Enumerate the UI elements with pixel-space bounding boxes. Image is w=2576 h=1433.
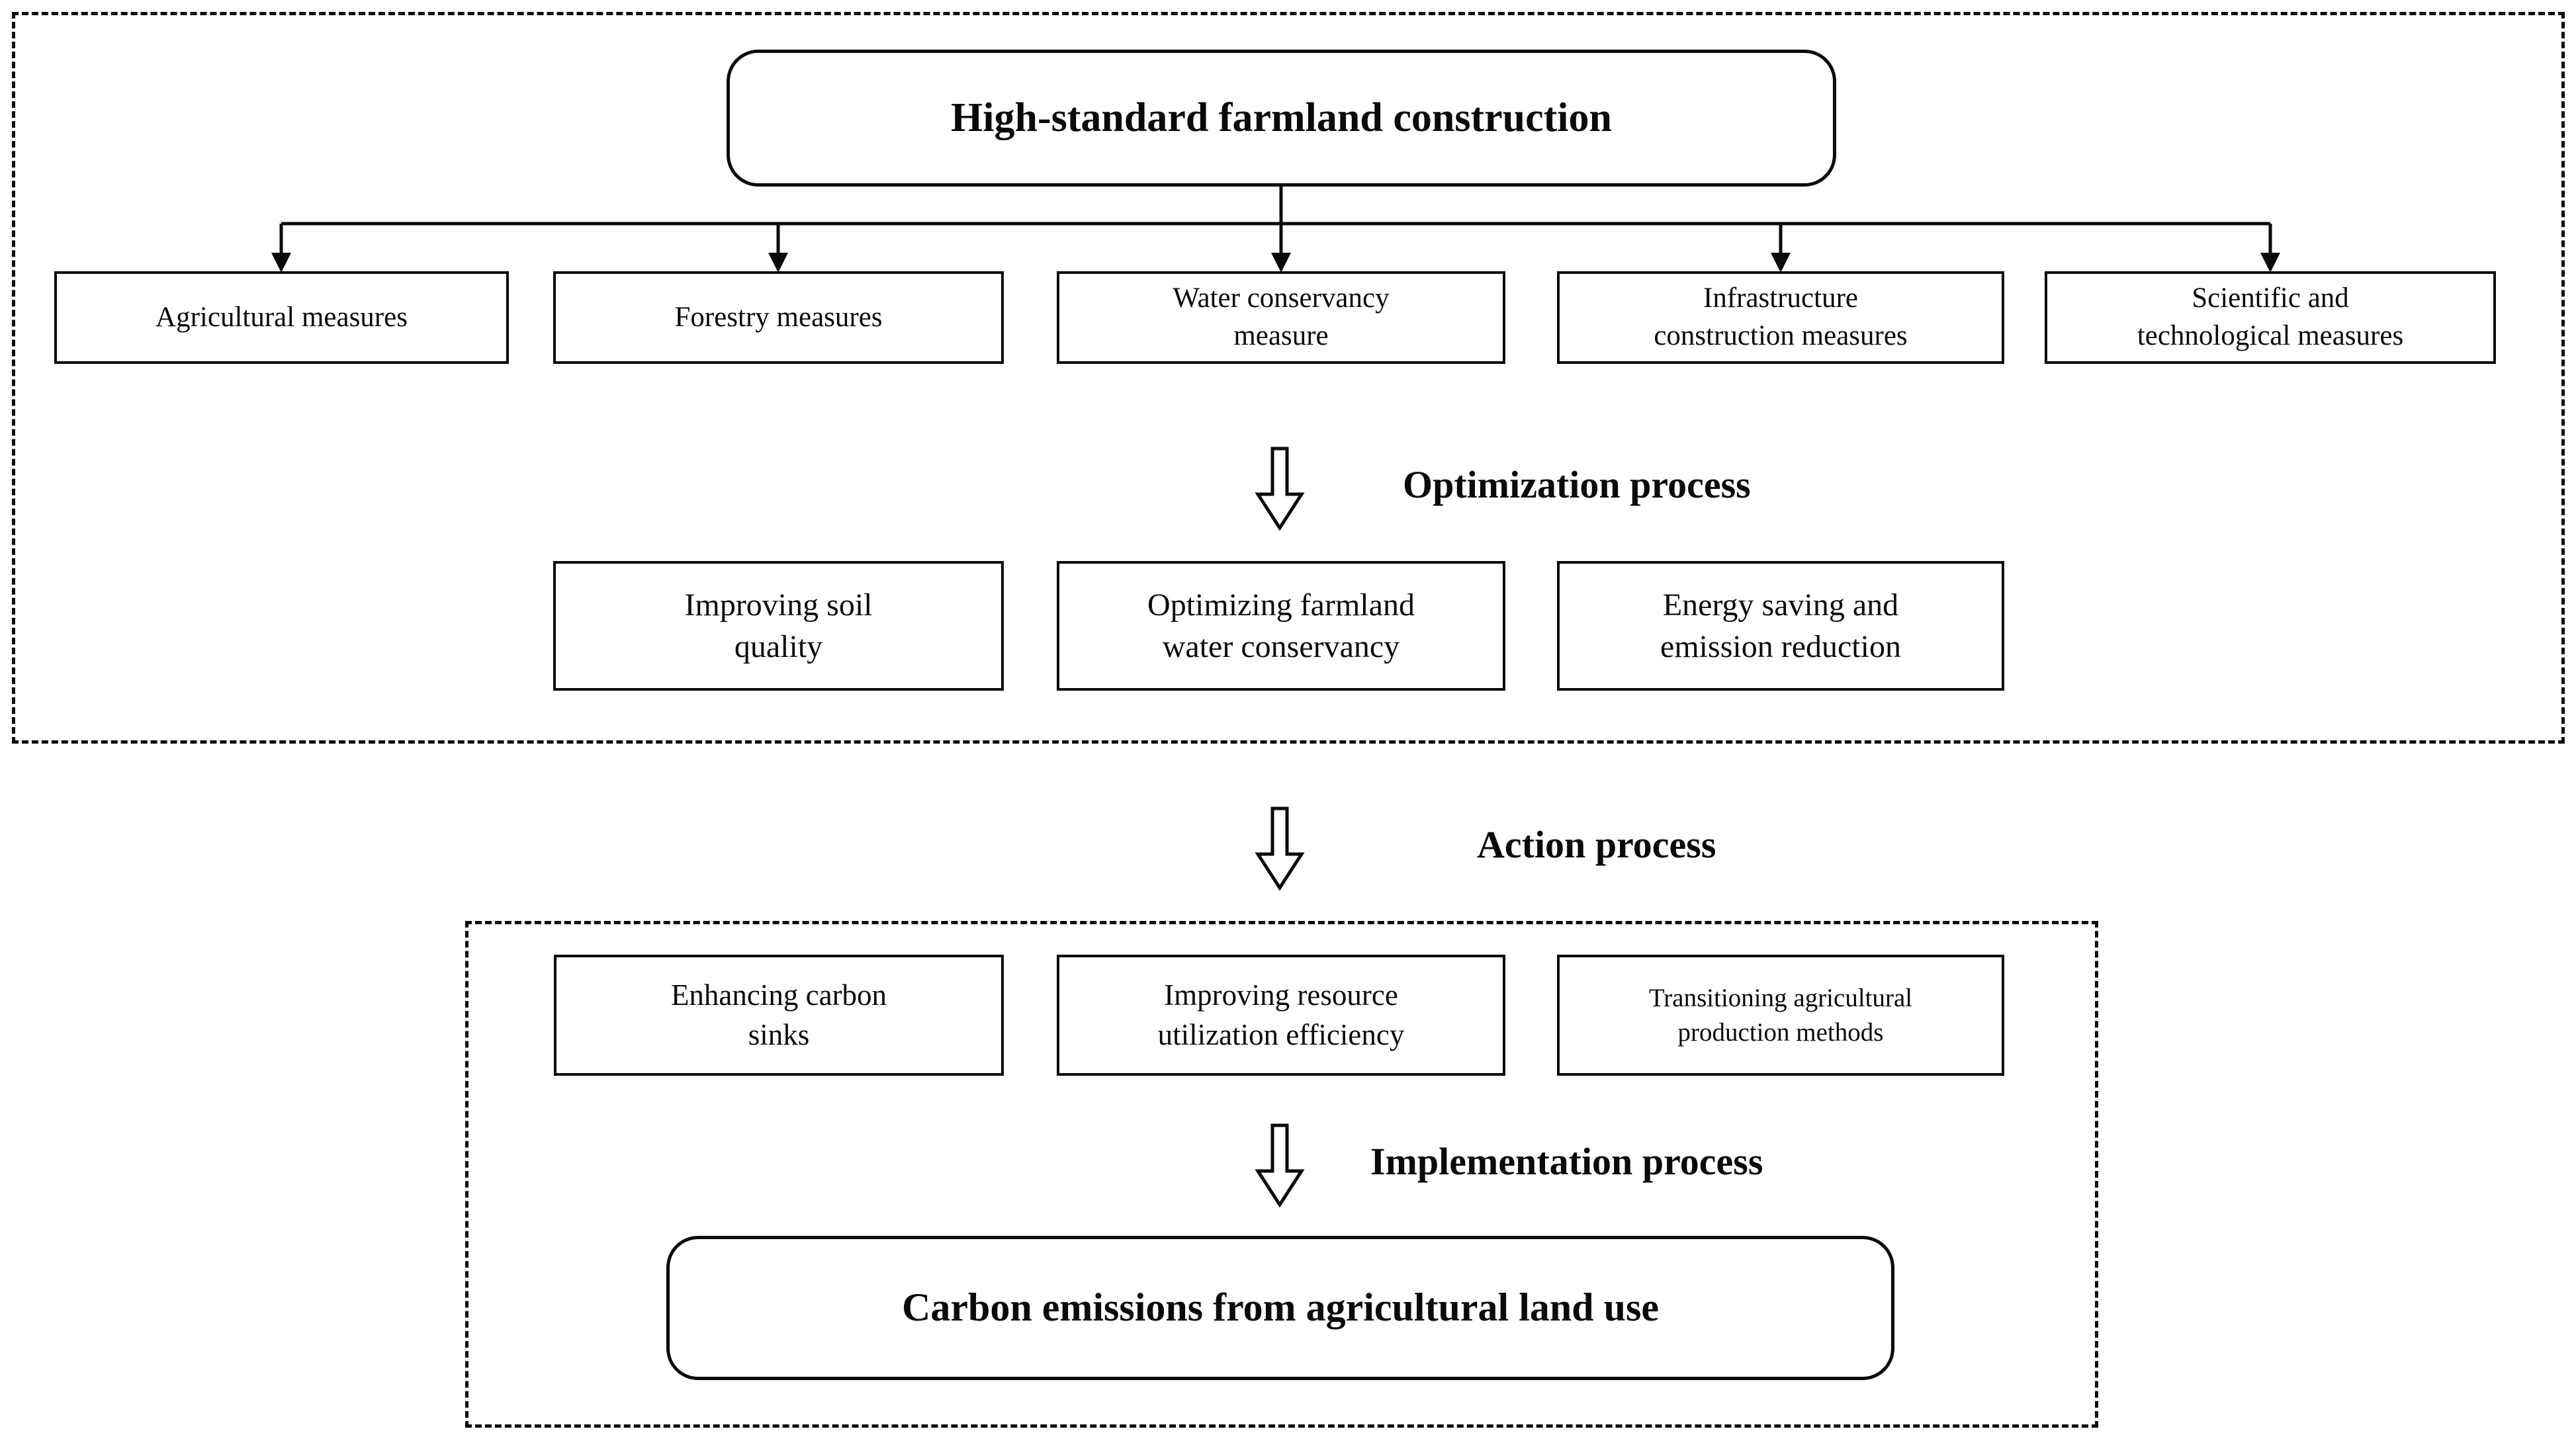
node-optimizing-farmland-water-conservancy: Optimizing farmland water conservancy [1057,561,1505,691]
node-agricultural-measures: Agricultural measures [54,271,509,364]
implementation-section-border [465,921,2098,1428]
node-carbon-emissions-agricultural-land-use: Carbon emissions from agricultural land … [666,1236,1894,1380]
result-node-label: Carbon emissions from agricultural land … [902,1285,1659,1330]
measure-node-label: Water conservancy measure [1173,282,1390,351]
node-enhancing-carbon-sinks: Enhancing carbon sinks [554,955,1004,1076]
node-high-standard-farmland-construction: High-standard farmland construction [727,50,1836,187]
construction-section-border [12,12,2565,744]
measure-node-label: Forestry measures [674,301,883,333]
outcome-node-label: Enhancing carbon sinks [670,978,887,1051]
outcome-node-label: Energy saving and emission reduction [1660,587,1901,664]
outcome-node-label: Improving soil quality [684,587,873,664]
down-block-arrow-icon [1255,447,1305,531]
outcome-node-label: Optimizing farmland water conservancy [1147,587,1415,664]
down-block-arrow-icon [1255,1123,1305,1207]
node-forestry-measures: Forestry measures [553,271,1004,364]
node-improving-resource-utilization-efficiency: Improving resource utilization efficienc… [1057,955,1505,1076]
optimization-process-label: Optimization process [1403,462,1751,506]
measure-node-label: Infrastructure construction measures [1654,282,1908,351]
node-improving-soil-quality: Improving soil quality [553,561,1004,691]
root-node-label: High-standard farmland construction [951,95,1612,140]
implementation-process-label: Implementation process [1370,1139,1763,1183]
outcome-node-label: Transitioning agricultural production me… [1648,984,1913,1047]
node-scientific-technological-measures: Scientific and technological measures [2045,271,2496,364]
node-water-conservancy-measure: Water conservancy measure [1057,271,1505,364]
action-process-label: Action process [1477,822,1716,866]
node-transitioning-agricultural-production-methods: Transitioning agricultural production me… [1557,955,2004,1076]
node-energy-saving-emission-reduction: Energy saving and emission reduction [1557,561,2004,691]
measure-node-label: Scientific and technological measures [2137,282,2404,351]
down-block-arrow-icon [1255,806,1305,890]
node-infrastructure-construction-measures: Infrastructure construction measures [1557,271,2004,364]
measure-node-label: Agricultural measures [155,301,408,333]
outcome-node-label: Improving resource utilization efficienc… [1157,978,1405,1051]
